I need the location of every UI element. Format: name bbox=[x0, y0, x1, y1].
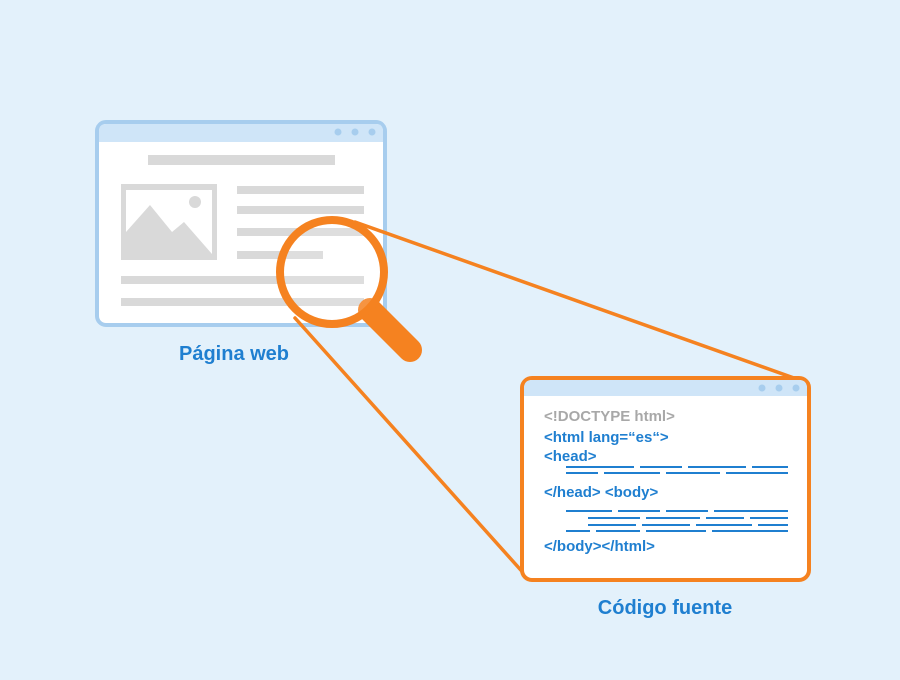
window-dot-icon bbox=[368, 128, 376, 136]
text-line-placeholder bbox=[237, 206, 364, 214]
webpage-label: Página web bbox=[179, 343, 289, 365]
window-dot-icon bbox=[792, 384, 800, 392]
image-icon bbox=[121, 184, 217, 260]
window-dot-icon bbox=[334, 128, 342, 136]
webpage-window-titlebar bbox=[99, 124, 383, 142]
window-dot-icon bbox=[758, 384, 766, 392]
code-line-head-close-body-open: </head> <body> bbox=[544, 484, 658, 501]
zoom-line-top bbox=[353, 220, 810, 385]
webpage-window bbox=[95, 120, 387, 327]
code-line-head-open: <head> bbox=[544, 448, 597, 465]
text-line-placeholder bbox=[121, 276, 364, 284]
window-dot-icon bbox=[775, 384, 783, 392]
code-line-body-close-html-close: </body></html> bbox=[544, 538, 655, 555]
webpage-window-frame bbox=[95, 120, 387, 327]
text-line-placeholder bbox=[237, 186, 364, 194]
source-window-titlebar bbox=[524, 380, 807, 396]
zoom-line-bottom bbox=[293, 316, 529, 579]
magnifying-glass-icon bbox=[276, 216, 422, 362]
source-window-frame bbox=[520, 376, 811, 582]
source-window: <!DOCTYPE html> <html lang=“es“> <head> … bbox=[520, 376, 811, 582]
code-placeholder-block bbox=[566, 510, 788, 532]
code-line-doctype: <!DOCTYPE html> bbox=[544, 408, 675, 425]
text-line-placeholder bbox=[121, 298, 364, 306]
code-placeholder-block bbox=[566, 466, 788, 474]
source-label: Código fuente bbox=[598, 597, 732, 619]
code-line-html-open: <html lang=“es“> bbox=[544, 429, 669, 446]
window-dot-icon bbox=[351, 128, 359, 136]
webpage-heading-placeholder bbox=[148, 155, 335, 165]
